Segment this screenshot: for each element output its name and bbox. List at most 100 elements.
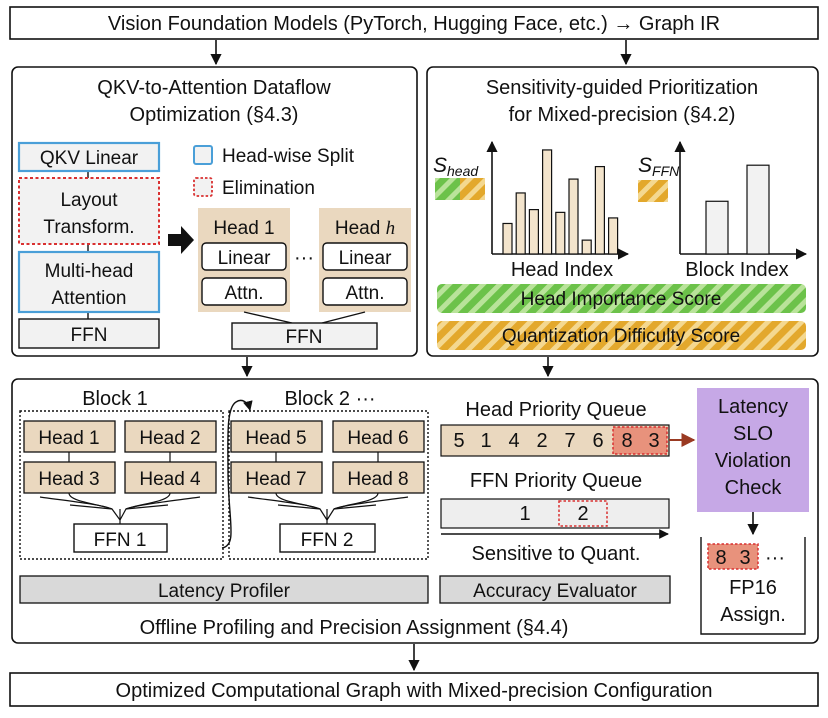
legend-split-swatch — [193, 145, 213, 165]
block-index-xlabel: Block Index — [685, 259, 788, 281]
head-1-group: Head 1 Linear Attn. — [198, 208, 290, 312]
multi-head-attention-box: Multi-head Attention — [17, 250, 161, 314]
heads-ellipsis: ··· — [294, 247, 314, 269]
head-h-linear: Linear — [339, 248, 392, 269]
head-bar-1 — [502, 222, 513, 255]
head-queue-item: 4 — [508, 430, 519, 452]
s-head-swatch-green — [435, 178, 460, 200]
head-4-label: Head 4 — [139, 469, 201, 490]
fp16-label2: Assign. — [720, 604, 786, 626]
ffn-left-box: FFN — [18, 318, 160, 349]
head-6-label: Head 6 — [347, 428, 408, 449]
block-1-frame — [19, 410, 224, 560]
bottom-output-label: Optimized Computational Graph with Mixed… — [116, 680, 713, 702]
ffn-queue-title: FFN Priority Queue — [470, 470, 642, 492]
prioritization-title-line2: for Mixed-precision (§4.2) — [509, 104, 736, 126]
head-3-label: Head 3 — [38, 469, 99, 490]
fp16-label1: FP16 — [729, 577, 777, 599]
head-index-xlabel: Head Index — [511, 259, 613, 281]
layout-transform-box: Layout Transform. — [18, 177, 160, 245]
head-2-label: Head 2 — [139, 428, 200, 449]
legend-split-label: Head-wise Split — [222, 146, 355, 167]
dataflow-title-line2: Optimization (§4.3) — [130, 104, 299, 126]
legend-elim-swatch — [193, 177, 213, 197]
mha-line2: Attention — [52, 288, 127, 309]
profiling-panel-title: Offline Profiling and Precision Assignme… — [140, 617, 569, 639]
head-h-group: Head h Linear Attn. — [319, 208, 411, 312]
head-queue-item: 1 — [480, 430, 491, 452]
ffn-priority-queue: 1 2 — [440, 498, 670, 529]
block-1-title: Block 1 — [82, 388, 148, 410]
ffn-2-box: FFN 2 — [279, 523, 376, 553]
head-1-label: Head 1 — [38, 428, 99, 449]
head-bar-8 — [594, 165, 606, 255]
dataflow-title-line1: QKV-to-Attention Dataflow — [97, 77, 331, 99]
head-bar-2 — [515, 192, 526, 255]
qkv-linear-label: QKV Linear — [40, 148, 139, 169]
prioritization-title-line1: Sensitivity-guided Prioritization — [486, 77, 758, 99]
qkv-linear-box: QKV Linear — [17, 141, 161, 173]
ffn-right-box: FFN — [231, 322, 378, 350]
accuracy-evaluator-label: Accuracy Evaluator — [473, 581, 637, 602]
head-h-title: Head h — [335, 218, 395, 239]
head-bar-6 — [568, 178, 579, 255]
sensitive-label: Sensitive to Quant. — [472, 543, 641, 565]
mha-line1: Multi-head — [45, 261, 134, 282]
head-queue-title: Head Priority Queue — [465, 399, 646, 421]
head-1-linear: Linear — [218, 248, 271, 269]
ffn-left-label: FFN — [71, 325, 108, 346]
latency-line1: Latency — [718, 396, 788, 418]
head-index-chart: Head Index — [486, 140, 630, 281]
accuracy-evaluator-bar: Accuracy Evaluator — [439, 575, 671, 604]
fp16-item: 3 — [739, 547, 750, 569]
ffn-right-label: FFN — [286, 327, 323, 348]
latency-slo-check-box: Latency SLO Violation Check — [697, 388, 809, 512]
top-input-label: Vision Foundation Models (PyTorch, Huggi… — [108, 13, 720, 35]
head-5-label: Head 5 — [245, 428, 306, 449]
head-queue-item: 5 — [453, 430, 464, 452]
s-head-label: Shead — [433, 154, 479, 179]
head-bar-9 — [607, 217, 619, 255]
layout-transform-line1: Layout — [60, 190, 118, 211]
top-input-box: Vision Foundation Models (PyTorch, Huggi… — [9, 6, 819, 40]
fp16-ellipsis: ··· — [765, 547, 785, 569]
quant-difficulty-bar: Quantization Difficulty Score — [437, 321, 806, 350]
block-1-wires — [39, 452, 201, 524]
head-importance-bar: Head Importance Score — [437, 284, 806, 313]
s-ffn-label: SFFN — [638, 154, 680, 179]
head-queue-item: 7 — [564, 430, 575, 452]
ffn-1-label: FFN 1 — [94, 530, 147, 551]
head-queue-item: 2 — [536, 430, 547, 452]
latency-line3: Violation — [715, 450, 791, 472]
head-bar-5 — [555, 211, 566, 255]
head-h-attn: Attn. — [345, 283, 384, 304]
head-1-attn: Attn. — [224, 283, 263, 304]
profiling-panel: Block 1 Block 2 ··· Head 1 Head 2 Head 3… — [11, 378, 819, 644]
head-importance-label: Head Importance Score — [521, 289, 722, 310]
dataflow-panel: QKV-to-Attention Dataflow Optimization (… — [11, 66, 418, 357]
head-8-label: Head 8 — [347, 469, 408, 490]
latency-profiler-bar: Latency Profiler — [19, 575, 429, 604]
head-queue-item: 6 — [592, 430, 603, 452]
latency-line2: SLO — [733, 423, 773, 445]
latency-profiler-label: Latency Profiler — [158, 581, 291, 602]
ffn-2-label: FFN 2 — [301, 530, 354, 551]
ffn-queue-item: 2 — [577, 503, 588, 525]
legend-elim-label: Elimination — [222, 178, 315, 199]
head-queue-fp16-item: 3 — [648, 430, 659, 452]
ffn-1-box: FFN 1 — [73, 523, 168, 553]
block-link-arrow — [221, 399, 253, 549]
ffn-queue-item: 1 — [519, 503, 530, 525]
layout-transform-line2: Transform. — [43, 217, 134, 238]
bottom-output-box: Optimized Computational Graph with Mixed… — [9, 672, 819, 707]
split-arrow-icon — [168, 226, 194, 254]
s-head-swatch-orange — [460, 178, 485, 200]
block-2-wires — [247, 452, 409, 524]
block-2-heads: Head 5 Head 6 Head 7 Head 8 — [230, 420, 425, 494]
fp16-item: 8 — [715, 547, 726, 569]
block-2-title: Block 2 ··· — [284, 388, 375, 410]
head-7-label: Head 7 — [245, 469, 306, 490]
block-bar-1 — [705, 200, 729, 255]
quant-difficulty-label: Quantization Difficulty Score — [502, 326, 740, 347]
